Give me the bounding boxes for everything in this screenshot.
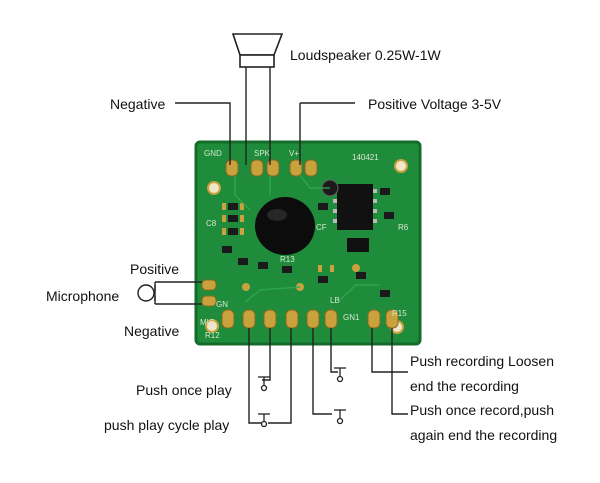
silk-gnd: GND (204, 149, 222, 158)
microphone-icon (137, 284, 156, 302)
silk-mic: MIC (200, 318, 215, 327)
push-button-record-hold-icon (334, 367, 346, 383)
silk-vplus: V+ (289, 149, 299, 158)
label-push-once-record-1: Push once record,push (410, 402, 554, 418)
label-loudspeaker: Loudspeaker 0.25W-1W (290, 47, 441, 63)
label-push-once-record-2: again end the recording (410, 427, 558, 443)
label-push-play-cycle: push play cycle play (104, 417, 230, 433)
silk-gn1: GN1 (343, 313, 360, 322)
silk-spk: SPK (254, 149, 271, 158)
push-button-play-icon (258, 376, 270, 392)
chip-blob (255, 197, 315, 255)
label-push-once-play: Push once play (136, 382, 232, 398)
label-push-recording-2: end the recording (410, 378, 519, 394)
label-microphone: Microphone (46, 288, 120, 304)
silk-lb: LB (330, 296, 340, 305)
push-button-record-toggle-icon (334, 409, 346, 425)
label-push-recording-1: Push recording Loosen (410, 353, 554, 369)
loudspeaker-icon (231, 33, 284, 68)
pcb-board: GND SPK V+ 140421 GN MIC GN1 LB R12 R15 … (194, 140, 422, 346)
label-positive-voltage: Positive Voltage 3-5V (368, 96, 502, 112)
silk-r12: R12 (205, 331, 220, 340)
label-negative-power: Negative (110, 96, 166, 112)
ic-chip (337, 184, 373, 230)
silk-gn-left: GN (216, 300, 228, 309)
silk-date: 140421 (352, 153, 379, 162)
silk-cf: CF (316, 223, 327, 232)
silk-r15: R15 (392, 309, 407, 318)
label-negative-mic: Negative (124, 323, 180, 339)
silk-r13: R13 (280, 255, 295, 264)
silk-c8: C8 (206, 219, 217, 228)
wiring-lines (154, 67, 408, 424)
push-button-cycle-icon (258, 413, 270, 428)
silk-r6: R6 (398, 223, 409, 232)
label-positive-mic: Positive (130, 261, 180, 277)
